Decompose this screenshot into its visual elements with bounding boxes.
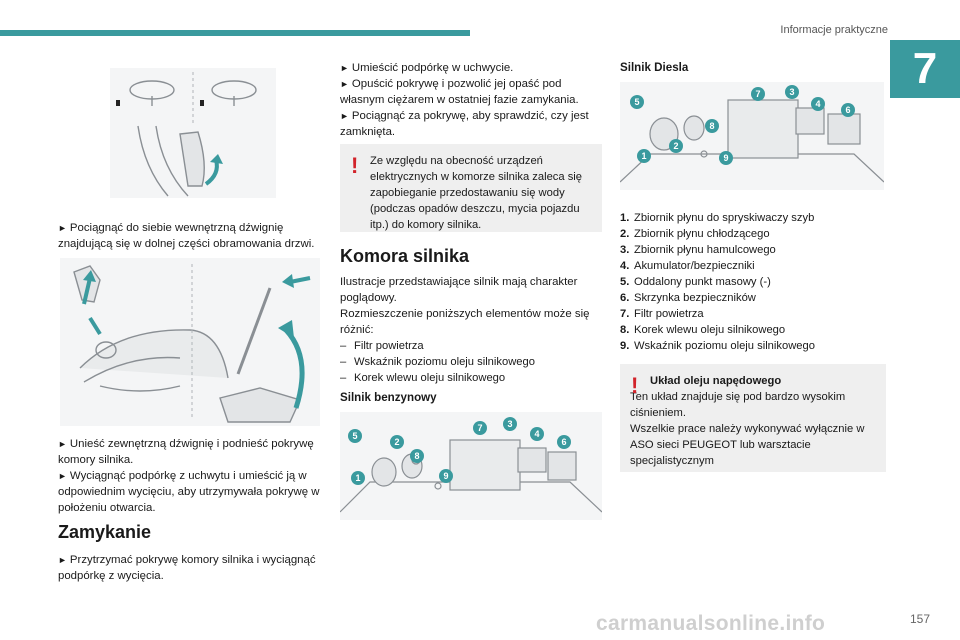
svg-text:2: 2 [673, 141, 678, 151]
arrow-bullet-icon: ► [58, 223, 67, 233]
warning-line-2: Wszelkie prace należy wykonywać wyłączni… [630, 423, 865, 467]
svg-text:1: 1 [355, 473, 360, 483]
callout-1: 1 [351, 471, 365, 485]
list-item: –Filtr powietrza [340, 340, 424, 352]
warning-line-1: Ten układ znajduje się pod bardzo wysoki… [630, 391, 846, 419]
svg-text:7: 7 [477, 423, 482, 433]
callout-6: 6 [557, 435, 571, 449]
callout-4: 4 [530, 427, 544, 441]
arrow-bullet-icon: ► [340, 63, 349, 73]
callout-2: 2 [390, 435, 404, 449]
petrol-engine-heading: Silnik benzynowy [340, 391, 437, 404]
legend-item: 1.Zbiornik płynu do spryskiwaczy szyb [620, 212, 815, 224]
step-5: ►Umieścić podpórkę w uchwycie. [340, 62, 514, 74]
step-4: ►Przytrzymać pokrywę komory silnika i wy… [58, 554, 316, 582]
callout-9: 9 [439, 469, 453, 483]
component-legend: 1.Zbiornik płynu do spryskiwaczy szyb 2.… [620, 210, 886, 354]
chapter-number: 7 [890, 40, 960, 98]
legend-item: 7.Filtr powietrza [620, 308, 704, 320]
svg-text:7: 7 [755, 89, 760, 99]
callout-7: 7 [751, 87, 765, 101]
arrow-bullet-icon: ► [340, 111, 349, 121]
svg-text:1: 1 [641, 151, 646, 161]
legend-item: 3.Zbiornik płynu hamulcowego [620, 244, 776, 256]
watermark: carmanualsonline.info [596, 612, 826, 635]
callout-5: 5 [630, 95, 644, 109]
svg-text:4: 4 [534, 429, 539, 439]
svg-text:2: 2 [394, 437, 399, 447]
section-title: Informacje praktyczne [780, 24, 888, 36]
svg-text:8: 8 [709, 121, 714, 131]
warning-icon: ! [351, 153, 359, 178]
water-warning-box: ! Ze względu na obecność urządzeń elektr… [340, 144, 602, 232]
legend-item: 9.Wskaźnik poziomu oleju silnikowego [620, 340, 815, 352]
step-3: ►Wyciągnąć podpórkę z uchwytu i umieścić… [58, 470, 320, 514]
callout-3: 3 [785, 85, 799, 99]
legend-item: 8.Korek wlewu oleju silnikowego [620, 324, 786, 336]
step-7: ►Pociągnąć za pokrywę, aby sprawdzić, cz… [340, 110, 589, 138]
legend-item: 2.Zbiornik płynu chłodzącego [620, 228, 770, 240]
svg-text:6: 6 [561, 437, 566, 447]
arrow-bullet-icon: ► [58, 555, 67, 565]
header-accent-bar [0, 30, 470, 36]
svg-text:3: 3 [507, 419, 512, 429]
callout-4: 4 [811, 97, 825, 111]
figure-petrol-engine: 1 2 3 4 5 6 7 8 9 [340, 412, 602, 520]
callout-8: 8 [410, 449, 424, 463]
arrow-bullet-icon: ► [58, 439, 67, 449]
svg-text:9: 9 [723, 153, 728, 163]
closing-heading: Zamykanie [58, 522, 152, 542]
intro-text-1: Ilustracje przedstawiające silnik mają c… [340, 276, 578, 304]
callout-3: 3 [503, 417, 517, 431]
warning-icon: ! [631, 373, 639, 398]
svg-text:4: 4 [815, 99, 820, 109]
intro-text-2: Rozmieszczenie poniższych elementów może… [340, 308, 590, 336]
svg-text:8: 8 [414, 451, 419, 461]
callout-9: 9 [719, 151, 733, 165]
figure-inner-lever [110, 68, 276, 198]
list-item: –Wskaźnik poziomu oleju silnikowego [340, 356, 535, 368]
callout-5: 5 [348, 429, 362, 443]
callout-6: 6 [841, 103, 855, 117]
callout-7: 7 [473, 421, 487, 435]
legend-item: 5.Oddalony punkt masowy (-) [620, 276, 771, 288]
page-number: 157 [909, 612, 930, 626]
legend-item: 4.Akumulator/bezpieczniki [620, 260, 755, 272]
step-6: ►Opuścić pokrywę i pozwolić jej opaść po… [340, 78, 579, 106]
svg-text:3: 3 [789, 87, 794, 97]
diesel-engine-heading: Silnik Diesla [620, 61, 689, 74]
svg-text:9: 9 [443, 471, 448, 481]
figure-diesel-engine: 1 2 3 4 5 6 7 8 9 [620, 82, 884, 190]
callout-8: 8 [705, 119, 719, 133]
step-2: ►Unieść zewnętrzną dźwignię i podnieść p… [58, 438, 314, 466]
step-1: ►Pociągnąć do siebie wewnętrzną dźwignię… [58, 222, 315, 250]
warning-title: Układ oleju napędowego [650, 375, 782, 387]
list-item: –Korek wlewu oleju silnikowego [340, 372, 506, 384]
arrow-bullet-icon: ► [340, 79, 349, 89]
figure-hood-opening [60, 258, 320, 426]
diesel-warning-box: ! Układ oleju napędowego Ten układ znajd… [620, 364, 886, 472]
svg-text:6: 6 [845, 105, 850, 115]
arrow-bullet-icon: ► [58, 471, 67, 481]
legend-item: 6.Skrzynka bezpieczników [620, 292, 756, 304]
callout-1: 1 [637, 149, 651, 163]
svg-text:5: 5 [352, 431, 357, 441]
engine-compartment-heading: Komora silnika [340, 246, 470, 266]
callout-2: 2 [669, 139, 683, 153]
svg-text:5: 5 [634, 97, 639, 107]
variable-items-list: –Filtr powietrza –Wskaźnik poziomu oleju… [340, 338, 602, 386]
